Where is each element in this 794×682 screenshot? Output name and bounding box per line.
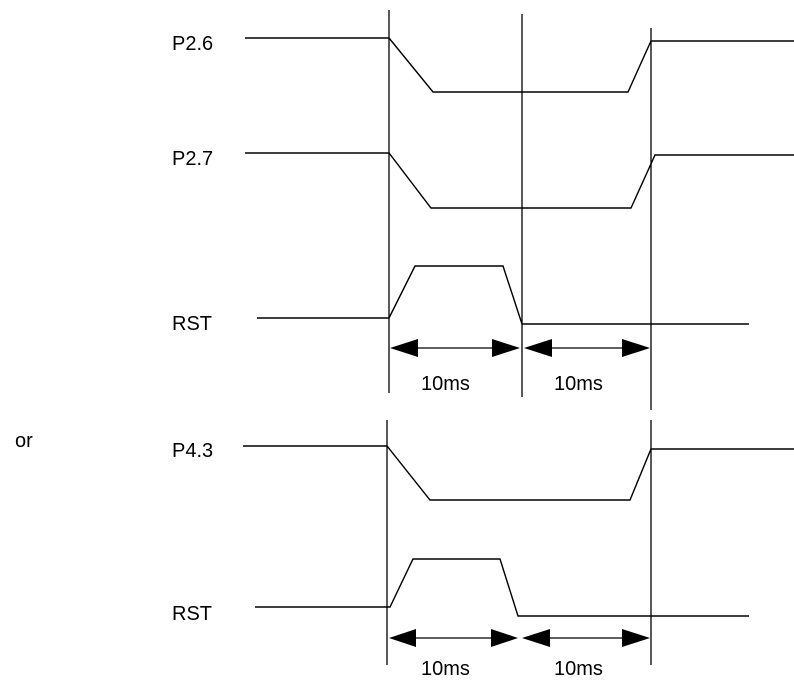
waveform-rst [257,265,749,325]
signal-label-rst: RST [172,313,212,335]
signal-label-p4-3: P4.3 [172,440,213,462]
duration-label-2: 10ms [554,373,603,395]
duration-arrow-2 [524,339,650,357]
duration-label-1: 10ms [421,373,470,395]
waveform-p4-3 [243,445,794,501]
duration-label-4: 10ms [554,658,603,680]
signal-label-rst-bottom: RST [172,603,212,625]
bottom-section: P4.3 RST 10ms 10ms [172,420,794,680]
top-section: P2.6 P2.7 RST 10ms 1 [172,10,794,410]
duration-label-3: 10ms [421,658,470,680]
waveform-rst-bottom [255,558,749,617]
signal-label-p2-7: P2.7 [172,148,213,170]
signal-label-p2-6: P2.6 [172,33,213,55]
duration-arrow-1 [390,339,520,357]
duration-arrow-4 [522,629,650,647]
waveform-p2-6 [245,37,794,93]
duration-arrow-3 [389,629,518,647]
waveform-p2-7 [245,152,794,209]
or-connector-label: or [15,430,33,452]
